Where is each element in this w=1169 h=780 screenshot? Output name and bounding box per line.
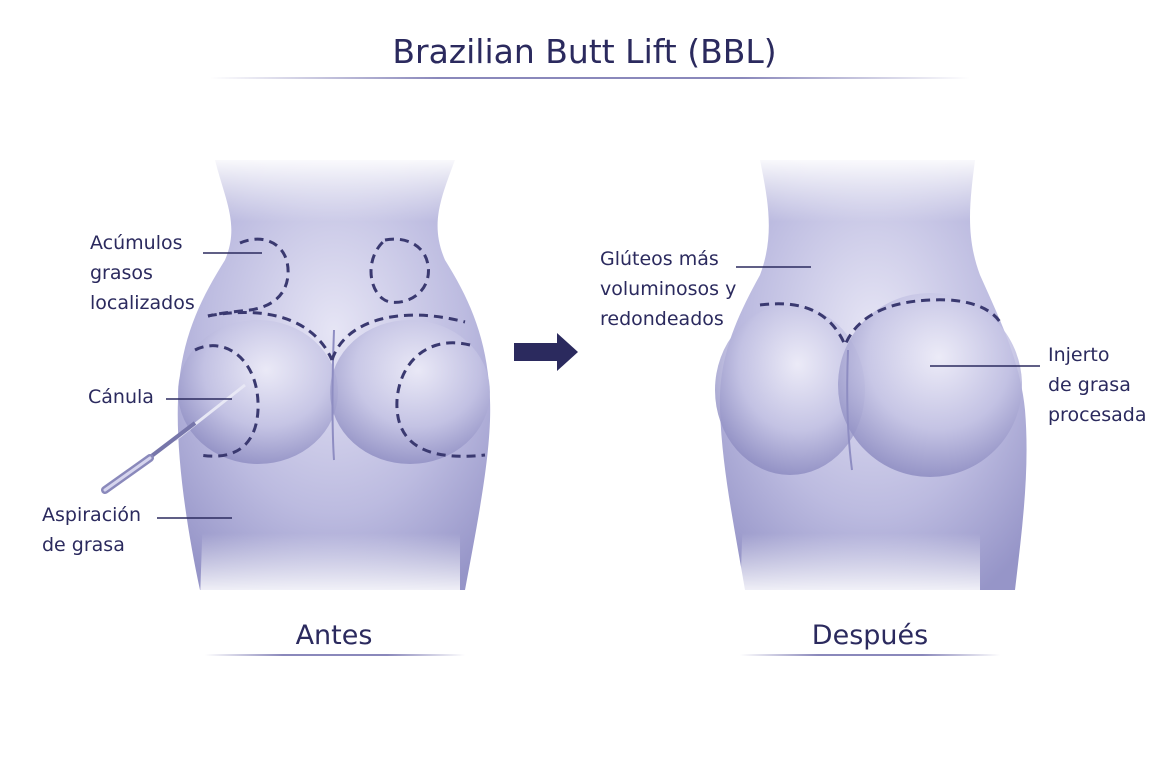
leader-lines [157,252,1040,519]
caption-after-divider [740,654,1000,656]
label-line: Aspiración [42,504,142,526]
caption-before-divider [205,654,465,656]
cannula-icon [101,383,246,494]
label-cannula: Cánula [88,386,154,408]
fat-zone-right-flank [369,237,430,304]
label-fat-graft: Injerto de grasa procesada [1048,340,1146,430]
label-line: Injerto [1048,344,1110,366]
fat-graft-zone-line [759,298,1002,349]
fat-zone-left-hip-line [207,311,334,361]
after-body [715,155,1027,600]
fat-zone-right-hip [395,341,486,458]
label-line: Acúmulos [90,232,183,254]
title-divider [210,77,970,79]
label-fat-deposits: Acúmulos grasos localizados [90,228,195,318]
arrow-right-icon [514,333,578,371]
label-line: redondeados [600,308,724,330]
label-glutes: Glúteos más voluminosos y redondeados [600,244,736,334]
label-line: de grasa [42,534,125,556]
label-line: procesada [1048,404,1147,426]
diagram-title: Brazilian Butt Lift (BBL) [392,32,777,71]
label-line: voluminosos y [600,278,737,300]
before-body [101,155,491,600]
label-line: localizados [90,292,195,314]
label-line: Glúteos más [600,248,719,270]
caption-after: Después [811,620,929,651]
label-line: grasos [90,262,153,284]
label-aspiration: Aspiración de grasa [42,500,141,560]
fat-zone-left-hip [194,344,260,458]
fat-zone-right-hip-line [330,313,466,361]
caption-before: Antes [295,620,373,651]
label-line: de grasa [1048,374,1131,396]
